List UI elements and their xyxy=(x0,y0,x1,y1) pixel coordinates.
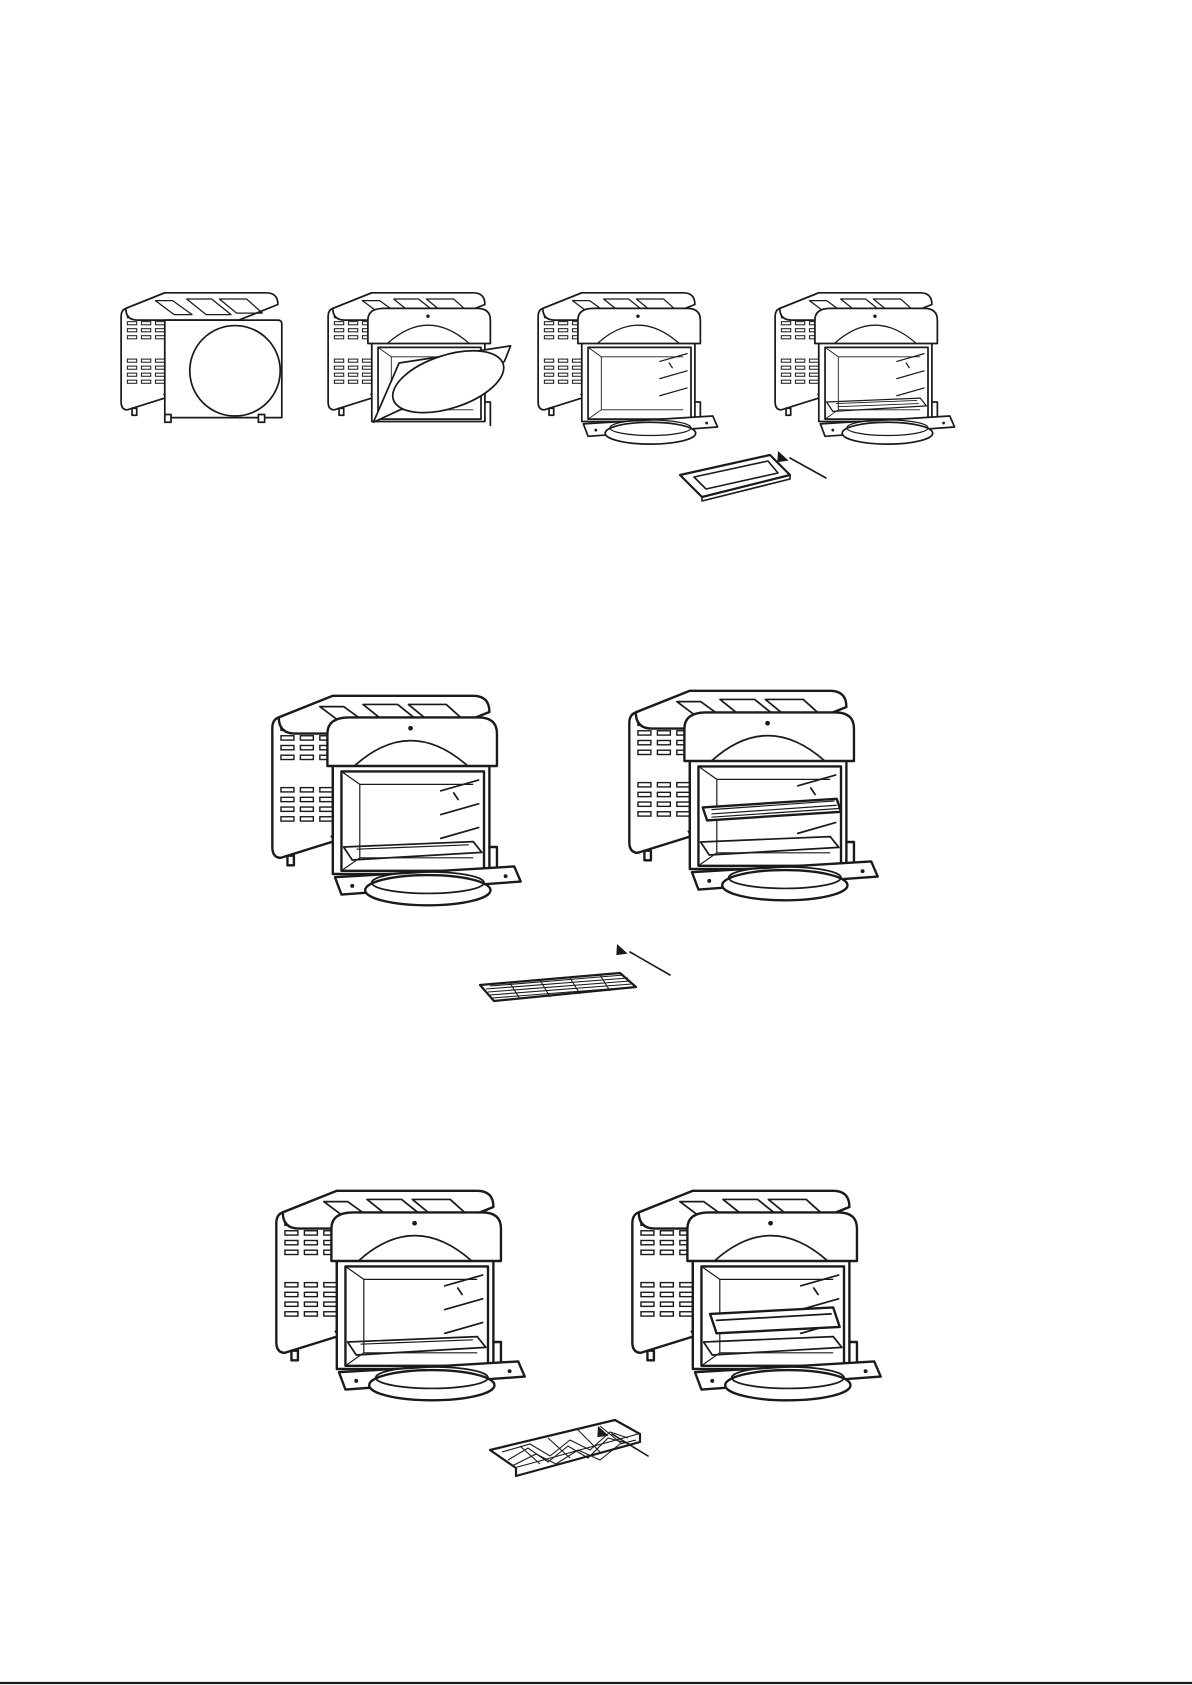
insert-arrow-2 xyxy=(612,944,670,975)
step-1-oven-door-closed xyxy=(121,293,282,422)
wire-rack xyxy=(480,973,636,1001)
step-5-oven-open-rack xyxy=(272,696,520,906)
row-2 xyxy=(272,691,877,1001)
row-1 xyxy=(121,293,954,501)
step-6-rack-installed xyxy=(629,691,877,901)
drip-tray xyxy=(680,455,790,501)
step-2-oven-door-opening xyxy=(328,293,511,426)
row-3 xyxy=(276,1191,880,1476)
step-3-oven-open-drip-tray xyxy=(538,293,717,444)
step-8-basket-installed xyxy=(632,1191,880,1401)
rotisserie-basket xyxy=(490,1420,640,1476)
step-4-drip-tray-installed xyxy=(775,293,954,444)
step-7-oven-open-basket xyxy=(276,1191,524,1401)
